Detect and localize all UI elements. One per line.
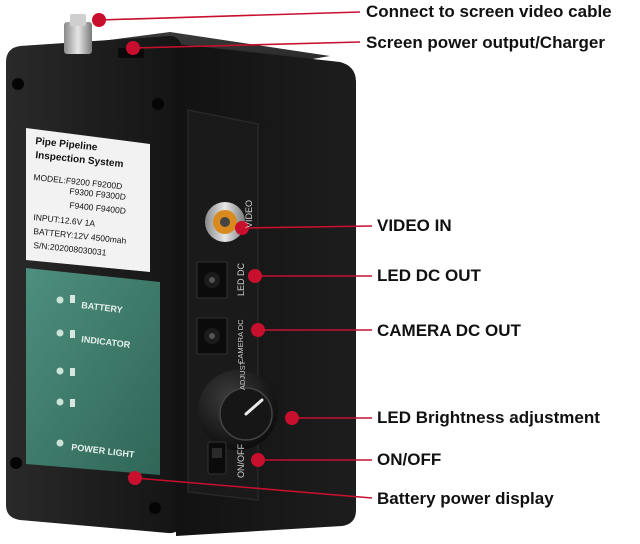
indicator-panel — [26, 268, 160, 475]
screw-hole — [152, 98, 164, 110]
led-1 — [56, 296, 64, 304]
led-4 — [56, 398, 64, 406]
callout-battery-display: Battery power display — [377, 489, 554, 508]
callout-video-cable: Connect to screen video cable — [366, 2, 612, 21]
bnc-connector — [64, 22, 92, 54]
callout-lines — [98, 11, 373, 499]
side-label-led-dc: LED DC — [236, 262, 246, 296]
callout-power-output: Screen power output/Charger — [366, 33, 605, 52]
side-label-adjust: ADJUST — [238, 360, 247, 390]
callout-led-dc-out: LED DC OUT — [377, 266, 481, 285]
led-2 — [56, 329, 64, 337]
callout-dots — [92, 13, 299, 485]
led-power — [56, 439, 64, 447]
callout-camera-dc-out: CAMERA DC OUT — [377, 321, 521, 340]
callout-led-brightness: LED Brightness adjustment — [377, 408, 600, 427]
side-label-on-off: ON/OFF — [236, 444, 246, 478]
screw-hole — [10, 457, 22, 469]
info-sticker — [26, 128, 150, 272]
led-3 — [56, 367, 64, 375]
side-label-video: VIDEO — [244, 199, 254, 228]
screw-hole — [12, 78, 24, 90]
side-label-camera-dc: CAMERA DC — [236, 319, 245, 364]
callout-video-in: VIDEO IN — [377, 216, 452, 235]
screw-hole — [149, 502, 161, 514]
callout-on-off: ON/OFF — [377, 450, 442, 469]
